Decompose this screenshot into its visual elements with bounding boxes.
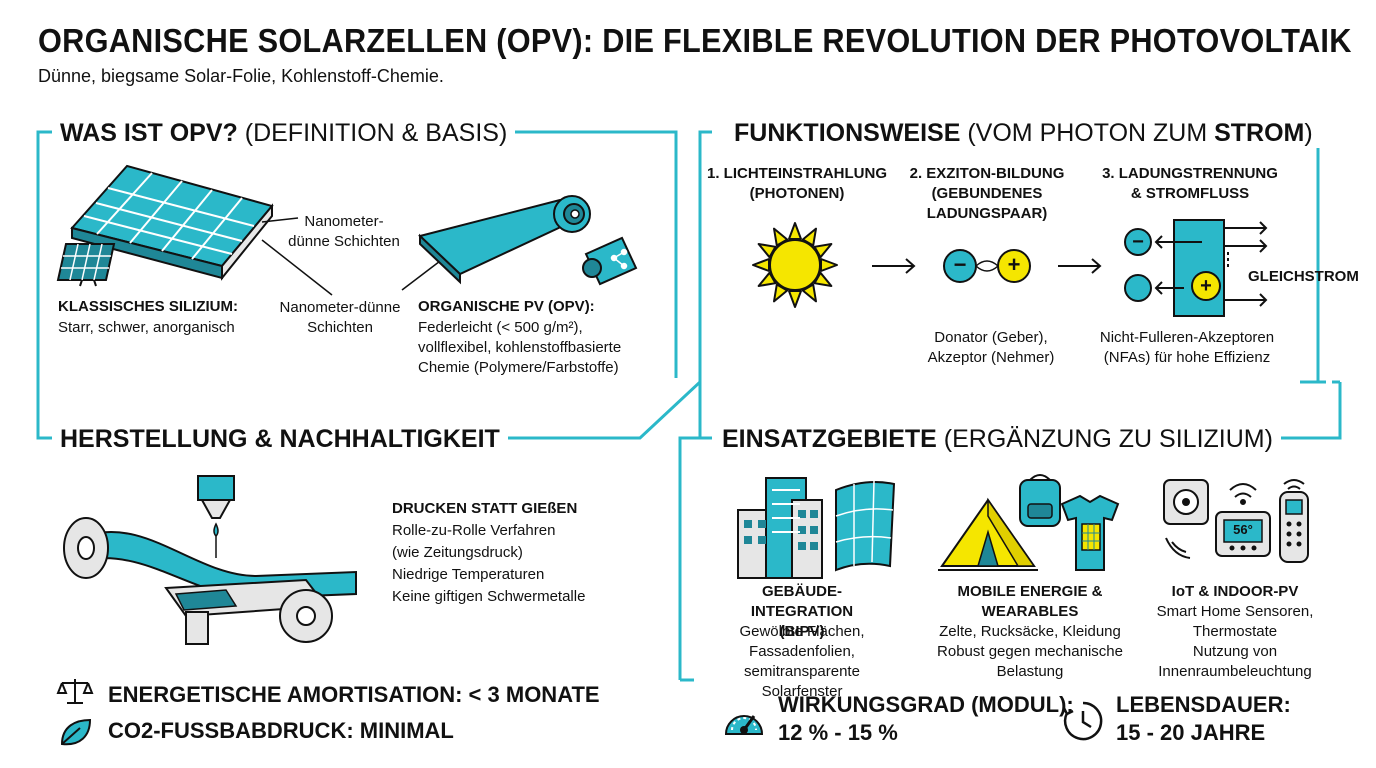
lifetime-value: 15 - 20 JAHRE [1116, 720, 1266, 745]
layer-label-bottom: Nanometer-dünne Schichten [279, 299, 401, 336]
opv-text: Federleicht (< 500 g/m²), vollflexibel, … [418, 319, 622, 376]
silicon-text: Starr, schwer, anorganisch [58, 319, 235, 336]
function-title-end: ) [1304, 119, 1313, 147]
function-title-bold: FUNKTIONSWEISE [734, 119, 961, 147]
footprint-stat: CO2-FUSSBABDRUCK: MINIMAL [108, 718, 454, 743]
function-title-bold2: STROM [1214, 119, 1305, 147]
opv-foil-roll-icon [418, 195, 591, 285]
iot-devices-icon [1163, 479, 1309, 563]
applications-title-light: (ERGÄNZUNG ZU SILIZIUM) [936, 425, 1273, 453]
page-subtitle: Dünne, biegsame Solar-Folie, Kohlenstoff… [38, 66, 444, 86]
exciton-pair-icon [943, 249, 1031, 283]
layer-label-top: Nanometer- dünne Schichten [288, 213, 400, 250]
definition-title-bold: WAS IST OPV? [60, 119, 238, 147]
amortisation-stat: ENERGETISCHE AMORTISATION: < 3 MONATE [108, 682, 600, 707]
definition-title-light: (DEFINITION & BASIS) [237, 119, 508, 147]
roll-to-roll-printing-icon [63, 475, 357, 645]
balance-scale-icon [56, 679, 94, 704]
mobile-title: MOBILE ENERGIE & WEARABLES [957, 583, 1103, 620]
current-label: GLEICHSTROM [1248, 268, 1359, 285]
lifetime-label: LEBENSDAUER: [1116, 692, 1291, 717]
clock-icon [1062, 701, 1103, 741]
efficiency-value: 12 % - 15 % [778, 720, 898, 745]
step-2-description: Donator (Geber), Akzeptor (Nehmer) [927, 329, 1055, 366]
separated-minus-sign: − [1132, 231, 1144, 253]
gauge-icon [724, 715, 764, 735]
manufacturing-line-4: Keine giftigen Schwermetalle [392, 588, 586, 605]
tent-backpack-shirt-icon [938, 474, 1120, 571]
bipv-text: Gewölbte Flächen, Fassadenfolien, semitr… [739, 623, 865, 700]
leaf-icon [60, 718, 92, 746]
step-2-label: 2. EXZITON-BILDUNG (GEBUNDENES LADUNGSPA… [909, 165, 1065, 222]
function-title-light: (VOM PHOTON ZUM [960, 119, 1215, 147]
step-3-label: 3. LADUNGSTRENNUNG & STROMFLUSS [1102, 165, 1278, 202]
manufacturing-heading: DRUCKEN STATT GIEßEN [392, 500, 578, 517]
mobile-text: Zelte, Rucksäcke, Kleidung Robust gegen … [937, 623, 1123, 680]
applications-section-title: EINSATZGEBIETE (ERGÄNZUNG ZU SILIZIUM) [714, 425, 1281, 454]
electron-minus-sign: − [953, 252, 967, 277]
function-section-title: FUNKTIONSWEISE (VOM PHOTON ZUM STROM) [726, 119, 1321, 148]
iot-title: IoT & INDOOR-PV [1171, 583, 1299, 600]
manufacturing-line-3: Niedrige Temperaturen [392, 566, 545, 583]
definition-section-title: WAS IST OPV? (DEFINITION & BASIS) [52, 119, 516, 148]
molecule-roll-icon [582, 236, 638, 286]
small-solar-panel-icon [56, 243, 116, 287]
sun-icon [752, 222, 838, 308]
iot-text: Smart Home Sensoren, Thermostate Nutzung… [1156, 603, 1314, 680]
step-3-description: Nicht-Fulleren-Akzeptoren (NFAs) für hoh… [1099, 329, 1275, 366]
silicon-panel-icon [70, 164, 274, 281]
hole-plus-sign: + [1007, 252, 1021, 277]
page-title: ORGANISCHE SOLARZELLEN (OPV): DIE FLEXIB… [38, 22, 1352, 59]
arrow-right-icon [872, 258, 916, 274]
bipv-title: GEBÄUDE-INTEGRATION (BIPV) [750, 583, 854, 640]
charge-separation-icon [1124, 219, 1268, 317]
silicon-title: KLASSISCHES SILIZIUM: [58, 298, 239, 315]
efficiency-label: WIRKUNGSGRAD (MODUL): [778, 692, 1074, 717]
thermostat-reading: 56° [1233, 522, 1253, 537]
buildings-icon [737, 477, 896, 579]
step-1-label: 1. LICHTEINSTRAHLUNG (PHOTONEN) [707, 165, 887, 202]
manufacturing-line-1: Rolle-zu-Rolle Verfahren [392, 522, 556, 539]
separated-plus-sign: + [1200, 275, 1212, 297]
manufacturing-line-2: (wie Zeitungsdruck) [392, 544, 523, 561]
manufacturing-section-title: HERSTELLUNG & NACHHALTIGKEIT [52, 425, 508, 454]
arrow-right-icon-2 [1058, 258, 1102, 274]
applications-title-bold: EINSATZGEBIETE [722, 425, 937, 453]
opv-title: ORGANISCHE PV (OPV): [418, 298, 595, 315]
